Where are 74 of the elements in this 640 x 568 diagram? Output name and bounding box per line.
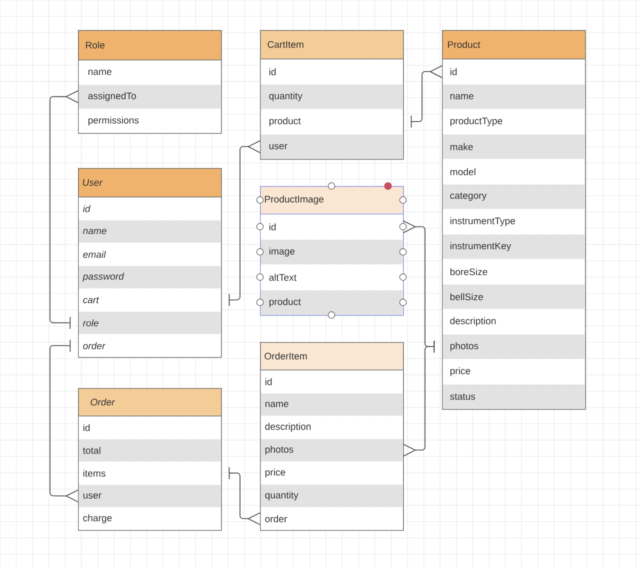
table-row: category xyxy=(442,184,585,209)
table-row: bellSize xyxy=(442,284,585,309)
table-row: permissions xyxy=(78,109,221,133)
table-row: id xyxy=(442,60,585,84)
table-row: instrumentKey xyxy=(442,234,585,259)
node-label: model xyxy=(450,168,476,176)
node-label: id xyxy=(82,205,91,212)
table-row: name xyxy=(260,393,403,416)
node-label: name xyxy=(88,70,112,75)
table-row: model xyxy=(442,160,585,184)
table-row: name xyxy=(78,60,221,84)
node-label: permissions xyxy=(88,116,139,126)
table-row: id xyxy=(78,416,221,439)
table-row: id xyxy=(260,60,403,84)
table-row: total xyxy=(78,439,221,462)
node-label: description xyxy=(265,422,311,432)
table-row: order xyxy=(78,334,221,357)
node-label: id xyxy=(83,424,90,432)
node-label: email xyxy=(83,250,106,258)
node-label: instrumentType xyxy=(450,217,515,226)
node-label: cart xyxy=(83,296,100,304)
table-row: assignedTo xyxy=(78,84,221,109)
table-row: instrumentType xyxy=(442,210,585,234)
table-row: price xyxy=(260,462,403,484)
node-label: price xyxy=(450,367,470,376)
table-row: user xyxy=(78,484,221,508)
table-row: name xyxy=(78,220,221,243)
node-label: id xyxy=(265,378,272,386)
node-label: id xyxy=(269,223,276,230)
table-row: product xyxy=(260,110,403,134)
table-row: altText xyxy=(260,265,403,290)
node-label: product xyxy=(269,117,301,126)
node-label: order xyxy=(83,342,106,350)
table-row: password xyxy=(78,266,221,288)
table-row: productType xyxy=(442,110,585,134)
table-row: boreSize xyxy=(442,260,585,284)
table-row: id xyxy=(260,214,403,240)
relationship-line xyxy=(228,466,261,526)
table-row: price xyxy=(442,360,585,384)
relationship-line xyxy=(228,140,261,306)
relationship-line xyxy=(50,339,79,502)
table-row: id xyxy=(78,198,221,220)
node-label: id xyxy=(450,68,457,76)
node-label: description xyxy=(450,317,496,326)
table-row: cart xyxy=(78,288,221,312)
node-label: price xyxy=(265,468,286,478)
node-label: altText xyxy=(269,274,296,281)
relationship-line xyxy=(50,90,79,330)
relationship-line xyxy=(410,65,443,128)
table-row: user xyxy=(260,134,403,159)
table-row: product xyxy=(260,290,403,315)
table-row: name xyxy=(442,84,585,109)
node-label: items xyxy=(83,470,106,477)
table-row: id xyxy=(260,370,403,393)
node-label: productType xyxy=(450,117,502,126)
table-row: email xyxy=(78,243,221,266)
table-row: photos xyxy=(260,439,403,462)
table-row: photos xyxy=(442,334,585,359)
table-row: quantity xyxy=(260,484,403,508)
table-row: image xyxy=(260,240,403,264)
table-row: charge xyxy=(78,508,221,530)
node-label: id xyxy=(269,68,276,76)
table-row: description xyxy=(260,416,403,438)
table-row: items xyxy=(78,462,221,484)
table-row: role xyxy=(78,312,221,334)
relationship-line xyxy=(402,340,435,457)
table-row: make xyxy=(442,134,585,159)
table-row: description xyxy=(442,310,585,334)
table-row: status xyxy=(442,384,585,409)
table-row: quantity xyxy=(260,84,403,109)
node-label: order xyxy=(265,515,288,522)
node-label: boreSize xyxy=(450,268,488,276)
node-label: charge xyxy=(83,514,112,524)
table-row: order xyxy=(260,508,403,530)
